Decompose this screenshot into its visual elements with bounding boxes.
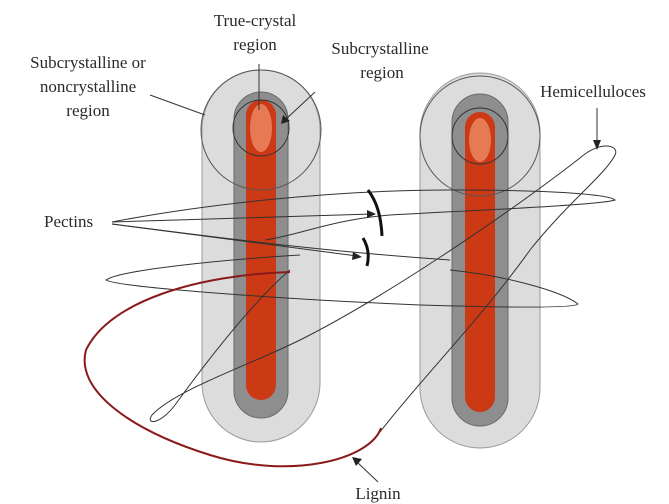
label-hemicelluloses: Hemicelluloces [540, 82, 646, 101]
label-subcryst-left-line3: region [66, 101, 110, 120]
pectin-crosslink-2 [363, 238, 368, 266]
right-core-highlight [469, 118, 491, 162]
label-subcryst-left-line2: noncrystalline [40, 77, 136, 96]
subcryst-left-leader [150, 95, 205, 115]
label-pectins: Pectins [44, 212, 93, 231]
lignin-leader [357, 462, 378, 482]
label-lignin: Lignin [355, 484, 401, 503]
label-subcryst-right-line2: region [360, 63, 404, 82]
label-subcryst-left-line1: Subcrystalline or [30, 53, 146, 72]
label-subcryst-right-line1: Subcrystalline [331, 39, 428, 58]
left-microfibril [201, 70, 321, 442]
left-core-highlight [250, 104, 272, 152]
label-true-crystal-line1: True-crystal [214, 11, 297, 30]
labels: True-crystal region Subcrystalline or no… [30, 11, 646, 503]
label-true-crystal-line2: region [233, 35, 277, 54]
